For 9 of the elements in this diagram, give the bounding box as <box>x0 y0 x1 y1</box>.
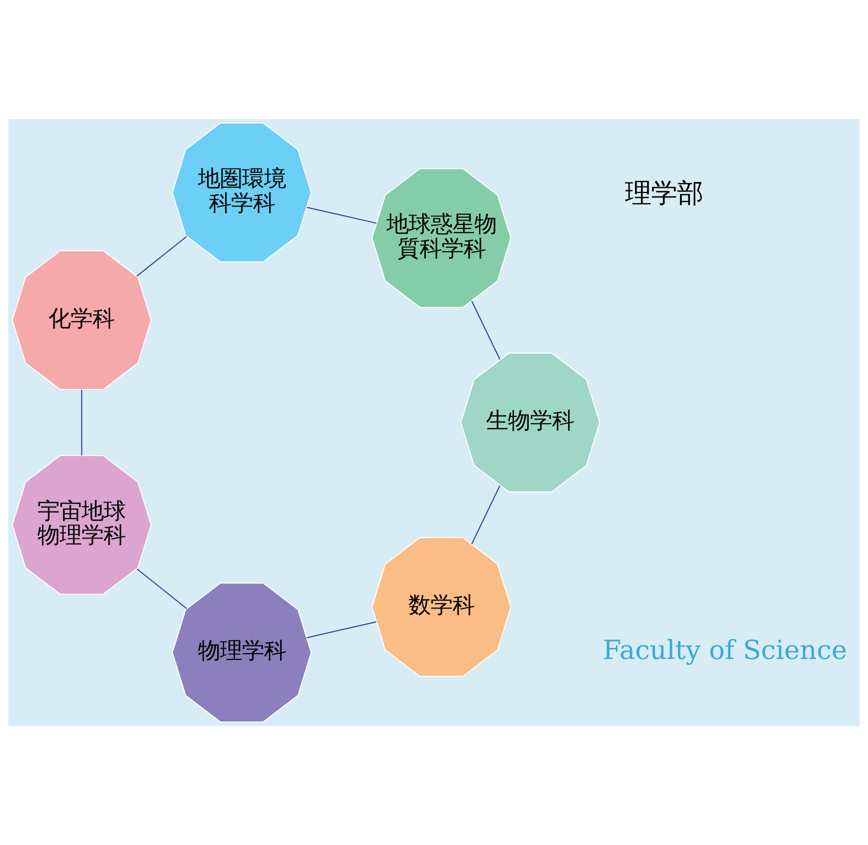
label: Faculty of Science <box>602 636 848 666</box>
connector <box>136 236 187 277</box>
connector <box>306 206 377 224</box>
label: 理学部 <box>625 178 704 209</box>
connector <box>471 300 500 360</box>
connector <box>136 568 188 609</box>
connector <box>81 390 82 456</box>
connector <box>306 621 376 638</box>
connector <box>471 485 500 544</box>
